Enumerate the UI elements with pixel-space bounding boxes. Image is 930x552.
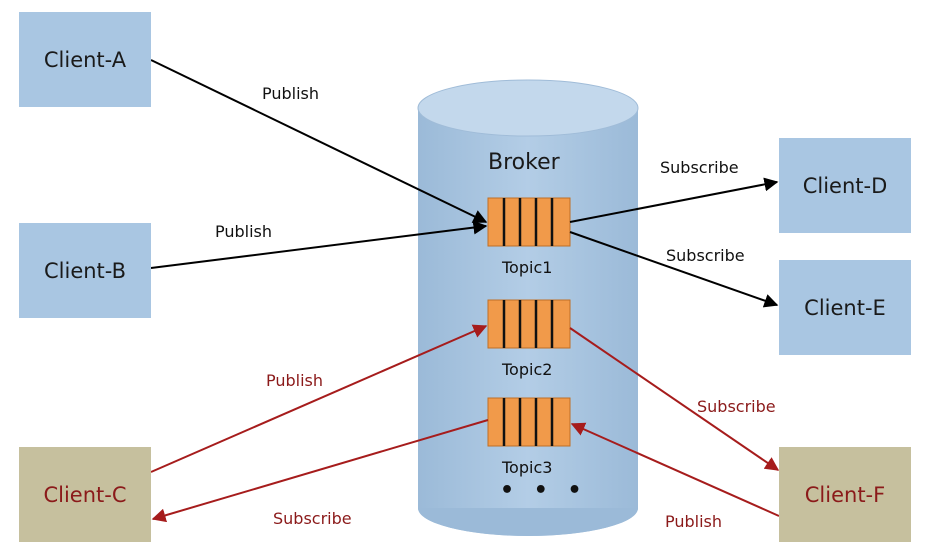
topic3-label: Topic3 bbox=[502, 458, 553, 477]
arrow-e-subscribe bbox=[569, 231, 779, 308]
arrow-f-publish bbox=[570, 422, 780, 517]
client-b-box: Client-B bbox=[19, 223, 151, 318]
client-e-box: Client-E bbox=[779, 260, 911, 355]
client-a-label: Client-A bbox=[43, 47, 127, 72]
edge-label-d-subscribe: Subscribe bbox=[660, 158, 739, 177]
broker-title: Broker bbox=[488, 150, 560, 175]
arrow-d-subscribe bbox=[569, 177, 779, 223]
topic2-label: Topic2 bbox=[502, 360, 553, 379]
client-c-box: Client-C bbox=[19, 447, 151, 542]
edge-label-c-publish: Publish bbox=[266, 371, 324, 390]
client-b-label: Client-B bbox=[43, 258, 127, 283]
topic1-label: Topic1 bbox=[502, 258, 553, 277]
edge-label-e-subscribe: Subscribe bbox=[666, 246, 745, 265]
more-topics-ellipsis: • • • bbox=[500, 478, 588, 503]
edge-label-a-publish: Publish bbox=[262, 84, 320, 103]
arrow-c-publish bbox=[150, 324, 488, 473]
client-d-label: Client-D bbox=[802, 173, 888, 198]
topic2-queue bbox=[487, 299, 571, 349]
edge-label-f-publish: Publish bbox=[665, 512, 723, 531]
client-f-box: Client-F bbox=[779, 447, 911, 542]
edge-label-c-subscribe: Subscribe bbox=[273, 509, 352, 528]
edge-label-f-subscribe: Subscribe bbox=[697, 397, 776, 416]
client-f-label: Client-F bbox=[804, 482, 886, 507]
client-d-box: Client-D bbox=[779, 138, 911, 233]
topic3-queue bbox=[487, 397, 571, 447]
arrow-a-publish bbox=[150, 59, 488, 223]
client-e-label: Client-E bbox=[804, 295, 886, 320]
arrow-f-subscribe bbox=[569, 327, 780, 471]
client-a-box: Client-A bbox=[19, 12, 151, 107]
arrow-b-publish bbox=[150, 220, 488, 269]
arrow-c-subscribe bbox=[151, 419, 489, 523]
client-c-label: Client-C bbox=[43, 482, 127, 507]
topic1-queue bbox=[487, 197, 571, 247]
edge-label-b-publish: Publish bbox=[215, 222, 273, 241]
